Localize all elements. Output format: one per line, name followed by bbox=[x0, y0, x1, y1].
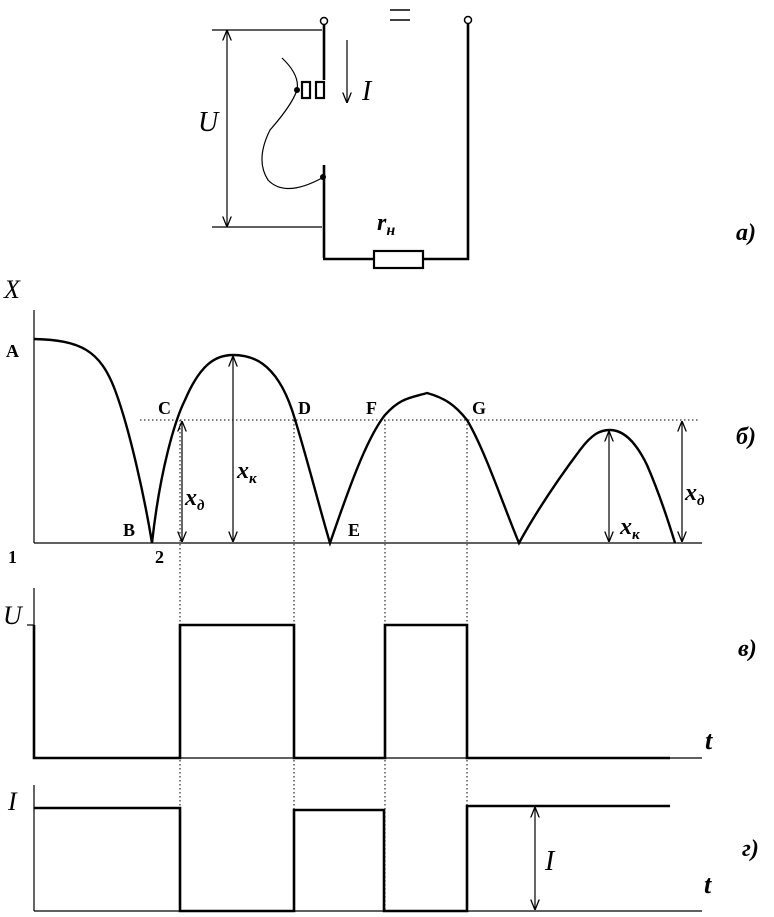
xd-label-1: xд bbox=[184, 485, 205, 514]
current-amplitude-label: I bbox=[544, 846, 556, 877]
point-c: C bbox=[158, 398, 171, 418]
voltage-time-label: t bbox=[705, 726, 713, 755]
resistor-label: rн bbox=[377, 210, 395, 239]
current-time-label: t bbox=[704, 870, 712, 899]
point-f: F bbox=[366, 398, 377, 418]
point-b: B bbox=[123, 520, 135, 540]
resistor-label-sub: н bbox=[386, 222, 395, 239]
left-terminal bbox=[319, 16, 329, 26]
resistor-label-main: r bbox=[377, 210, 387, 236]
xd-label-2-main: x bbox=[684, 480, 697, 506]
xd-label-1-sub: д bbox=[197, 498, 205, 514]
xk-label-1: xк bbox=[236, 458, 257, 487]
xk-label-1-sub: к bbox=[249, 471, 257, 487]
voltage-label: U bbox=[198, 107, 220, 138]
voltage-waveform bbox=[32, 623, 670, 760]
xd-label-2-sub: д bbox=[697, 493, 705, 509]
xd-label-1-main: x bbox=[184, 485, 197, 511]
xk-label-2-main: x bbox=[619, 514, 632, 540]
xk-label-1-main: x bbox=[236, 458, 249, 484]
moving-contact bbox=[300, 80, 312, 100]
current-waveform bbox=[34, 804, 670, 913]
xk-label-2: xк bbox=[619, 514, 640, 543]
circuit-schematic bbox=[212, 9, 473, 270]
current-plot bbox=[33, 785, 702, 913]
voltage-plot bbox=[27, 588, 702, 760]
panel-label-v: в) bbox=[738, 636, 757, 662]
point-g: G bbox=[472, 398, 486, 418]
level-2-label: 2 bbox=[155, 547, 164, 567]
xk-label-2-sub: к bbox=[632, 527, 640, 543]
current-axis-label: I bbox=[7, 787, 18, 816]
panel-label-b: б) bbox=[736, 424, 756, 450]
level-1-label: 1 bbox=[8, 547, 17, 567]
point-a: A bbox=[6, 341, 19, 361]
xd-label-2: xд bbox=[684, 480, 705, 509]
displacement-curve bbox=[33, 337, 677, 547]
load-resistor bbox=[372, 249, 425, 270]
point-d: D bbox=[298, 398, 311, 418]
panel-label-g: г) bbox=[742, 836, 759, 862]
fixed-contact bbox=[314, 80, 326, 100]
current-label: I bbox=[361, 76, 373, 107]
flexible-lead bbox=[261, 57, 323, 190]
axis-label-x: X bbox=[3, 275, 21, 304]
point-e: E bbox=[348, 520, 360, 540]
right-terminal bbox=[463, 15, 473, 25]
voltage-axis-label: U bbox=[3, 601, 24, 630]
panel-label-a: а) bbox=[736, 220, 756, 246]
